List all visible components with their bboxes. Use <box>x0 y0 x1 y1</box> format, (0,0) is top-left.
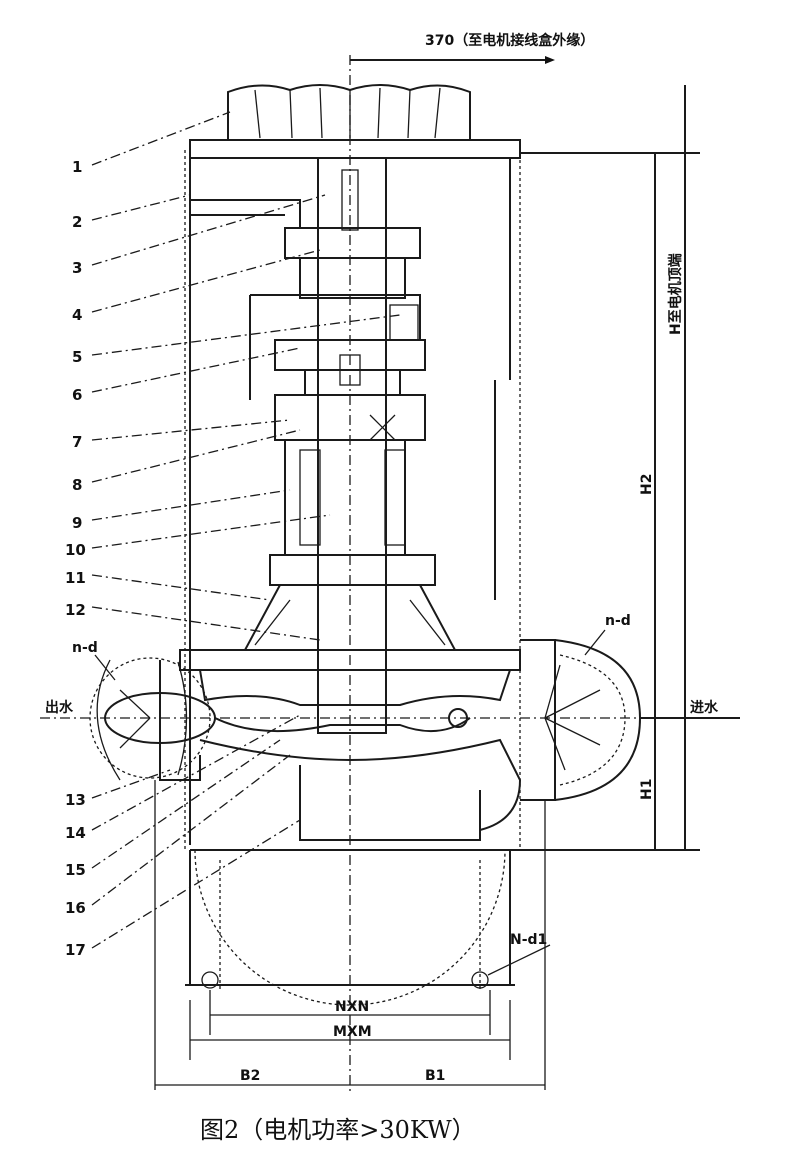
callout-16: 16 <box>65 899 86 917</box>
callout-9: 9 <box>72 514 82 532</box>
b2-label: B2 <box>240 1068 260 1084</box>
callout-10: 10 <box>65 541 86 559</box>
height-total-label: H至电机顶端 <box>667 253 684 335</box>
mxm-label: MXM <box>333 1024 372 1040</box>
h1-label: H1 <box>639 779 655 800</box>
figure-caption: 图2（电机功率>30KW） <box>200 1116 476 1144</box>
top-dimension-label: 370（至电机接线盒外缘） <box>425 32 594 49</box>
outlet-label: 出水 <box>45 699 74 716</box>
motor <box>184 84 521 850</box>
flange-right-label: n-d <box>605 613 631 629</box>
b1-label: B1 <box>425 1068 445 1084</box>
callout-3: 3 <box>72 259 82 277</box>
callout-7: 7 <box>72 433 82 451</box>
top-dimension: 370（至电机接线盒外缘） <box>350 32 594 64</box>
callout-8: 8 <box>72 476 82 494</box>
callout-11: 11 <box>65 569 86 587</box>
h2-label: H2 <box>639 474 655 495</box>
right-dimensions: H至电机顶端 H2 H1 进水 出水 n-d n-d <box>45 85 740 850</box>
callout-1: 1 <box>72 158 82 176</box>
callout-15: 15 <box>65 861 86 879</box>
pump-casing <box>89 639 642 841</box>
bottom-dimensions: NXN MXM B2 B1 <box>154 780 546 1090</box>
callout-12: 12 <box>65 601 86 619</box>
shaft-assembly <box>190 157 457 734</box>
callout-17: 17 <box>65 941 86 959</box>
base: N-d1 <box>185 849 700 1006</box>
flange-left-label: n-d <box>72 640 98 656</box>
callout-5: 5 <box>72 348 82 366</box>
callout-14: 14 <box>65 824 86 842</box>
callouts: 1 2 3 4 5 6 7 8 9 10 11 12 13 14 15 16 1… <box>65 111 401 959</box>
callout-4: 4 <box>72 306 82 324</box>
nxn-label: NXN <box>335 999 369 1015</box>
callout-13: 13 <box>65 791 86 809</box>
base-holes-label: N-d1 <box>510 932 547 948</box>
callout-2: 2 <box>72 213 82 231</box>
inlet-label: 进水 <box>690 699 719 716</box>
callout-6: 6 <box>72 386 82 404</box>
